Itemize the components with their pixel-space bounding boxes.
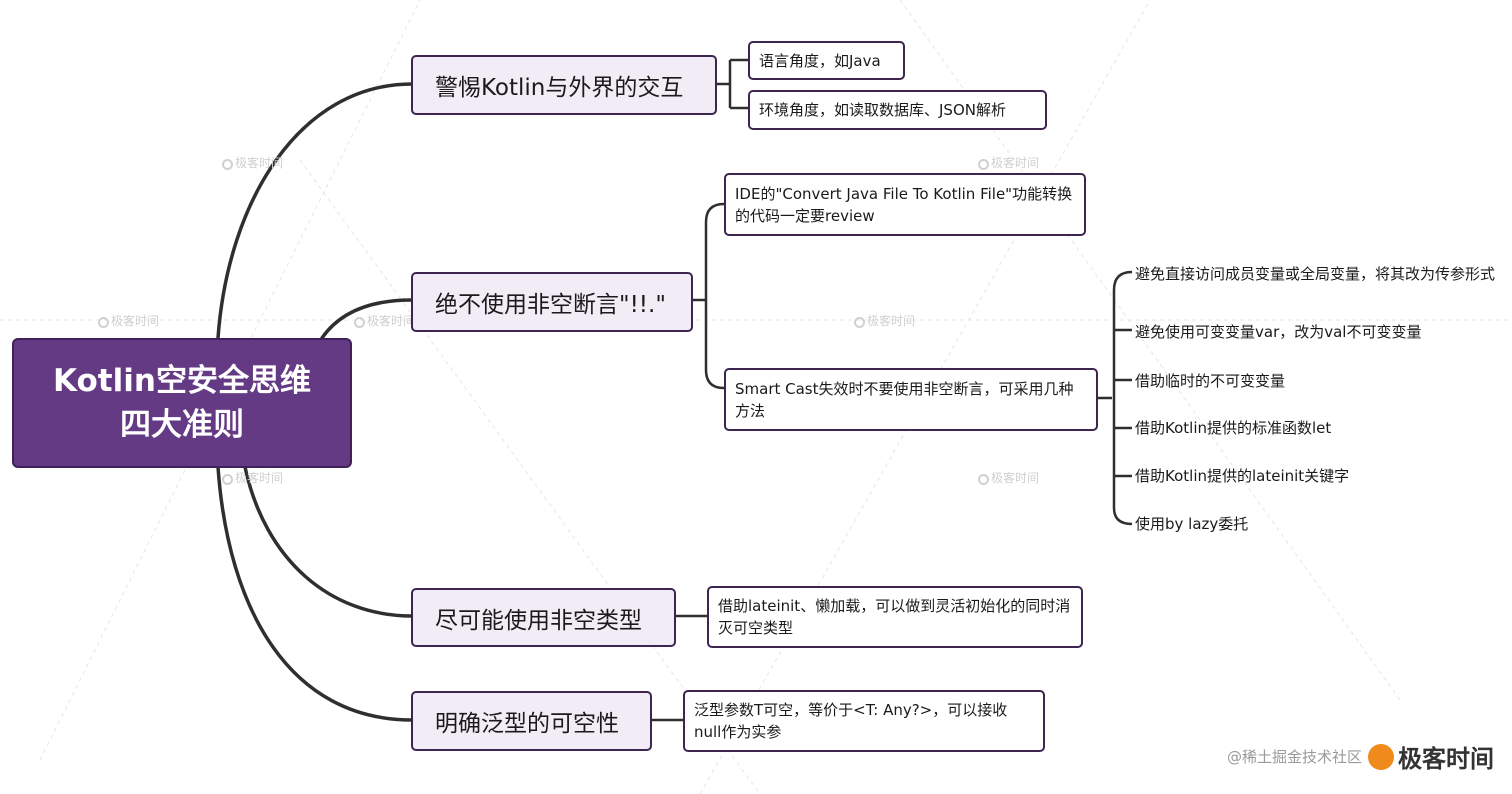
- leaf-node[interactable]: 环境角度，如读取数据库、JSON解析: [748, 90, 1047, 130]
- link-branch-2-children: [692, 202, 725, 390]
- source-credit: @稀土掘金技术社区: [1226, 748, 1362, 766]
- method-text: 避免使用可变变量var，改为val不可变变量: [1135, 323, 1422, 341]
- watermark-text: 极客时间: [367, 314, 416, 328]
- leaf-text: IDE的"Convert Java File To Kotlin File"功能…: [735, 184, 1073, 225]
- footer-branding: @稀土掘金技术社区 极客时间: [1227, 739, 1494, 774]
- method-text: 使用by lazy委托: [1135, 515, 1249, 533]
- method-text: 借助Kotlin提供的标准函数let: [1135, 419, 1332, 437]
- leaf-node[interactable]: 语言角度，如Java: [748, 41, 905, 80]
- leaf-node[interactable]: 泛型参数T可空，等价于<T: Any?>，可以接收null作为实参: [683, 690, 1045, 752]
- method-item[interactable]: 使用by lazy委托: [1135, 512, 1495, 536]
- branch-label: 尽可能使用非空类型: [435, 607, 642, 634]
- root-node[interactable]: Kotlin空安全思维 四大准则: [12, 338, 352, 468]
- branch-label: 绝不使用非空断言"!!.": [435, 292, 666, 318]
- link-root-branch-2: [320, 298, 414, 340]
- watermark-icon: [854, 317, 865, 328]
- watermark-icon: [98, 317, 109, 328]
- method-item[interactable]: 借助Kotlin提供的lateinit关键字: [1135, 464, 1495, 488]
- brand-logo-text: 极客时间: [1398, 745, 1494, 773]
- watermark: 极客时间: [222, 469, 283, 486]
- leaf-node[interactable]: IDE的"Convert Java File To Kotlin File"功能…: [724, 173, 1086, 236]
- watermark-text: 极客时间: [235, 156, 284, 170]
- method-text: 借助临时的不可变变量: [1135, 372, 1286, 390]
- link-root-branch-1: [216, 82, 414, 340]
- leaf-text: 语言角度，如Java: [759, 51, 881, 70]
- watermark-icon: [978, 474, 989, 485]
- watermark: 极客时间: [222, 154, 283, 171]
- method-item[interactable]: 借助临时的不可变变量: [1135, 369, 1495, 393]
- root-title-line-1: Kotlin空安全思维: [53, 363, 311, 399]
- watermark: 极客时间: [98, 312, 159, 329]
- link-branch-1-children: [716, 58, 748, 110]
- watermark-text: 极客时间: [991, 471, 1040, 485]
- leaf-text: 泛型参数T可空，等价于<T: Any?>，可以接收null作为实参: [694, 701, 1008, 741]
- method-item[interactable]: 避免使用可变变量var，改为val不可变变量: [1135, 320, 1495, 344]
- watermark-text: 极客时间: [111, 314, 160, 328]
- root-title: Kotlin空安全思维 四大准则: [53, 359, 311, 447]
- method-item[interactable]: 借助Kotlin提供的标准函数let: [1135, 416, 1495, 440]
- watermark-text: 极客时间: [991, 156, 1040, 170]
- leaf-text: Smart Cast失效时不要使用非空断言，可采用几种方法: [735, 379, 1074, 420]
- watermark-icon: [354, 317, 365, 328]
- leaf-text: 借助lateinit、懒加载，可以做到灵活初始化的同时消灭可空类型: [718, 597, 1071, 637]
- root-title-line-2: 四大准则: [119, 407, 244, 443]
- watermark-icon: [222, 159, 233, 170]
- link-root-branch-4: [216, 465, 414, 722]
- branch-label: 明确泛型的可空性: [435, 711, 619, 737]
- watermark-icon: [222, 474, 233, 485]
- watermark: 极客时间: [354, 312, 415, 329]
- watermark-text: 极客时间: [867, 314, 916, 328]
- logo-icon: [1368, 743, 1394, 770]
- watermark-icon: [978, 159, 989, 170]
- branch-node-1[interactable]: 警惕Kotlin与外界的交互: [411, 55, 717, 115]
- leaf-node[interactable]: Smart Cast失效时不要使用非空断言，可采用几种方法: [724, 368, 1098, 431]
- watermark: 极客时间: [978, 154, 1039, 171]
- watermark-text: 极客时间: [235, 471, 284, 485]
- method-text: 避免直接访问成员变量或全局变量，将其改为传参形式: [1135, 265, 1496, 283]
- watermark: 极客时间: [854, 312, 915, 329]
- link-methods: [1097, 270, 1133, 526]
- watermark: 极客时间: [978, 469, 1039, 486]
- branch-node-4[interactable]: 明确泛型的可空性: [411, 691, 652, 751]
- branch-node-3[interactable]: 尽可能使用非空类型: [411, 588, 676, 647]
- leaf-node[interactable]: 借助lateinit、懒加载，可以做到灵活初始化的同时消灭可空类型: [707, 586, 1083, 648]
- leaf-text: 环境角度，如读取数据库、JSON解析: [759, 101, 1006, 119]
- branch-label: 警惕Kotlin与外界的交互: [435, 75, 684, 101]
- method-item[interactable]: 避免直接访问成员变量或全局变量，将其改为传参形式: [1135, 251, 1495, 297]
- link-root-branch-3: [243, 465, 414, 618]
- branch-node-2[interactable]: 绝不使用非空断言"!!.": [411, 272, 693, 332]
- method-text: 借助Kotlin提供的lateinit关键字: [1135, 467, 1350, 485]
